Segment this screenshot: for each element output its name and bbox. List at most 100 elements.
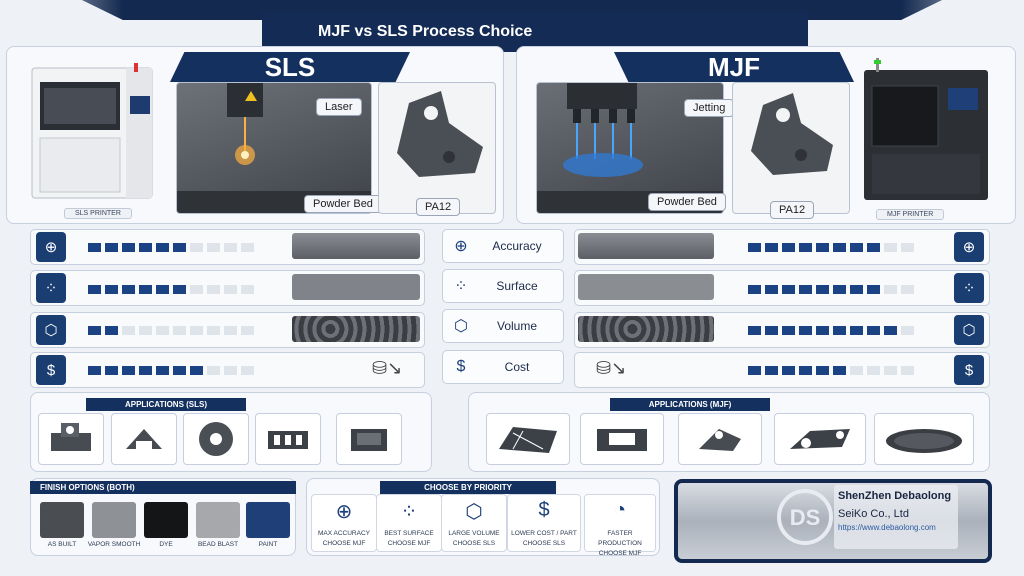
mjf-surface-image <box>578 274 714 300</box>
mjf-jetting-tag: Jetting <box>684 99 735 117</box>
sls-app-part-5 <box>336 413 402 465</box>
level-segment <box>122 366 135 375</box>
sls-app-part-1 <box>38 413 104 465</box>
company-logo-icon: DS <box>776 488 834 546</box>
company-url[interactable]: https://www.debaolong.com <box>838 523 936 532</box>
level-segment <box>782 366 795 375</box>
target-icon: ⊕ <box>954 232 984 262</box>
target-icon: ⊕ <box>454 238 468 255</box>
sls-surface-bars <box>88 285 254 294</box>
sls-banner: SLS <box>170 52 410 82</box>
level-segment <box>748 366 761 375</box>
level-segment <box>241 366 254 375</box>
target-icon: ⊕ <box>36 232 66 262</box>
level-segment <box>833 326 846 335</box>
metric-volume-label: Volume <box>496 319 538 333</box>
sls-part-image <box>378 82 496 214</box>
page-title-text: MJF vs SLS Process Choice <box>318 23 533 40</box>
level-segment <box>748 243 761 252</box>
level-segment <box>190 366 203 375</box>
level-segment <box>156 366 169 375</box>
level-segment <box>867 285 880 294</box>
level-segment <box>850 243 863 252</box>
metric-cost-label: Cost <box>504 360 530 374</box>
priority-cost-line1: LOWER COST / PART <box>511 530 577 537</box>
cubes-icon: ⬡ <box>36 315 66 345</box>
mjf-applications-heading: APPLICATIONS (MJF) <box>610 398 770 411</box>
level-segment <box>139 366 152 375</box>
level-segment <box>88 285 101 294</box>
level-segment <box>816 243 829 252</box>
level-segment <box>799 326 812 335</box>
gauge-icon: ◔ <box>613 499 627 521</box>
level-segment <box>782 326 795 335</box>
level-segment <box>241 243 254 252</box>
mjf-app-part-3 <box>678 413 762 465</box>
finish-label-2: VAPOR SMOOTH <box>87 541 141 548</box>
level-segment <box>901 366 914 375</box>
sls-app-part-4 <box>255 413 321 465</box>
priority-speed-line1: FASTER PRODUCTION <box>598 530 642 547</box>
level-segment <box>765 366 778 375</box>
level-segment <box>207 285 220 294</box>
level-segment <box>224 243 237 252</box>
sls-volume-image <box>292 316 420 342</box>
priority-surface-line1: BEST SURFACE <box>384 530 434 537</box>
level-segment <box>88 366 101 375</box>
metric-surface-label: Surface <box>496 279 538 293</box>
level-segment <box>207 243 220 252</box>
mjf-caliper-image <box>578 233 714 259</box>
metric-accuracy-label: Accuracy <box>492 239 542 253</box>
sls-caliper-image <box>292 233 420 259</box>
level-segment <box>799 285 812 294</box>
priority-speed: ◔ FASTER PRODUCTION CHOOSE MJF <box>584 494 656 557</box>
mjf-powder-bed-tag: Powder Bed <box>648 193 726 211</box>
dots-icon: ⁘ <box>954 273 984 303</box>
level-segment <box>105 243 118 252</box>
level-segment <box>884 326 897 335</box>
mjf-banner: MJF <box>614 52 854 82</box>
metric-volume: ⬡Volume <box>442 309 564 343</box>
sls-volume-bars <box>88 326 254 335</box>
level-segment <box>816 326 829 335</box>
level-segment <box>156 326 169 335</box>
level-segment <box>190 326 203 335</box>
priority-speed-line2: CHOOSE MJF <box>598 550 642 557</box>
target-icon: ⊕ <box>335 501 353 523</box>
priority-volume-line1: LARGE VOLUME <box>448 530 500 537</box>
level-segment <box>122 285 135 294</box>
mjf-app-part-1 <box>486 413 570 465</box>
cubes-icon: ⬡ <box>465 501 483 523</box>
cubes-icon: ⬡ <box>954 315 984 345</box>
level-segment <box>799 243 812 252</box>
level-segment <box>850 366 863 375</box>
dots-icon: ⁘ <box>36 273 66 303</box>
level-segment <box>782 243 795 252</box>
level-segment <box>139 243 152 252</box>
level-segment <box>850 326 863 335</box>
level-segment <box>850 285 863 294</box>
sls-material-tag: PA12 <box>416 198 461 216</box>
level-segment <box>765 326 778 335</box>
level-segment <box>224 285 237 294</box>
sls-accuracy-bars <box>88 243 254 252</box>
level-segment <box>173 285 186 294</box>
level-segment <box>190 285 203 294</box>
mjf-material-tag: PA12 <box>770 201 815 219</box>
level-segment <box>833 243 846 252</box>
priority-cost-line2: CHOOSE SLS <box>522 540 566 547</box>
sls-app-part-2 <box>111 413 177 465</box>
level-segment <box>901 243 914 252</box>
level-segment <box>884 285 897 294</box>
level-segment <box>207 326 220 335</box>
level-segment <box>173 326 186 335</box>
company-info-box <box>834 485 958 549</box>
level-segment <box>799 366 812 375</box>
mjf-volume-bars <box>748 326 914 335</box>
finish-label-4: BEAD BLAST <box>197 541 239 548</box>
mjf-accuracy-bars <box>748 243 914 252</box>
sls-laser-tag: Laser <box>316 98 362 116</box>
level-segment <box>901 285 914 294</box>
level-segment <box>782 285 795 294</box>
